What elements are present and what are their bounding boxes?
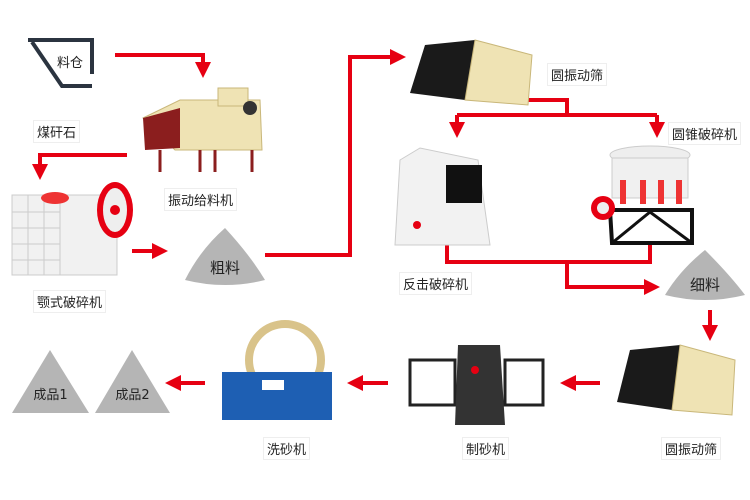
raw-material-label: 煤矸石: [33, 120, 81, 143]
arrow-silo-feeder: [115, 53, 211, 78]
coarse-pile: [185, 228, 265, 285]
merge-line: [445, 245, 652, 264]
screen1-label: 圆振动筛: [547, 63, 608, 86]
sand-maker-image: [408, 345, 545, 425]
product1-label: 成品1: [33, 388, 68, 403]
fine-label: 细料: [689, 276, 720, 294]
feeder-label: 振动给料机: [164, 188, 238, 211]
jaw-crusher-image: [11, 182, 133, 276]
cone-crusher-label: 圆锥破碎机: [668, 122, 742, 145]
cone-crusher-image: [591, 145, 694, 245]
product1-pile: [12, 350, 89, 413]
jaw-crusher-label: 颚式破碎机: [33, 290, 107, 313]
arrow-screen-split: [520, 98, 569, 115]
fine-pile: [665, 250, 745, 300]
sand-maker-label: 制砂机: [462, 437, 510, 460]
product2-pile: [95, 350, 170, 413]
coarse-label: 粗料: [209, 259, 240, 277]
vibrating-screen-image: [410, 39, 533, 106]
vibrating-screen-2-image: [617, 344, 736, 416]
sand-washer-label: 洗砂机: [263, 437, 311, 460]
impact-crusher-label: 反击破碎机: [399, 272, 473, 295]
sand-washer-image: [222, 320, 332, 420]
arrow-to-fine: [565, 262, 660, 295]
product2-label: 成品2: [115, 388, 150, 403]
silo-label: 料仓: [56, 56, 83, 71]
arrow-coarse-screen: [265, 49, 406, 257]
arrow-feeder-jaw: [32, 153, 127, 180]
vibrating-feeder-image: [142, 87, 263, 172]
impact-crusher-image: [394, 147, 491, 246]
screen2-label: 圆振动筛: [661, 437, 722, 460]
silo-icon: [28, 38, 94, 88]
